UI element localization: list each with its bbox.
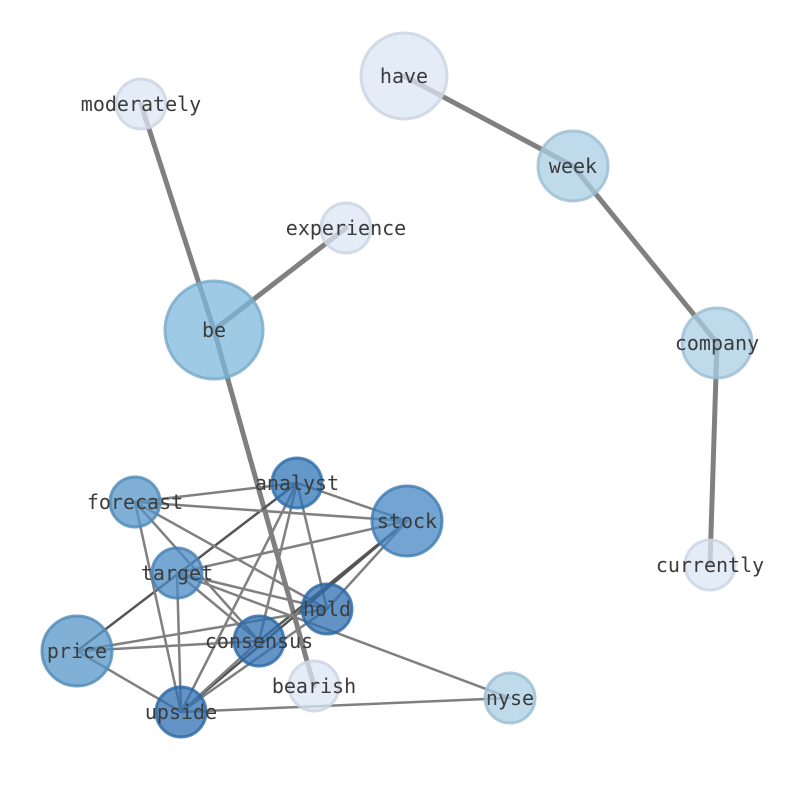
node-circle-forecast — [108, 475, 162, 529]
node-consensus: consensus — [205, 614, 313, 668]
edge-week-company — [570, 163, 720, 346]
node-circle-stock — [370, 484, 444, 558]
node-circle-consensus — [232, 614, 286, 668]
edge-forecast-stock — [133, 500, 409, 523]
node-label-nyse: nyse — [486, 686, 534, 710]
node-circle-currently — [683, 538, 737, 592]
node-label-forecast: forecast — [87, 490, 183, 514]
node-circle-nyse — [483, 671, 537, 725]
node-be: be — [163, 279, 265, 381]
node-circle-target — [150, 546, 204, 600]
node-label-week: week — [549, 154, 597, 178]
node-label-stock: stock — [377, 509, 437, 533]
node-currently: currently — [656, 538, 764, 592]
edge-forecast-hold — [133, 500, 329, 611]
node-label-price: price — [47, 639, 107, 663]
node-circle-week — [536, 129, 610, 203]
node-circle-experience — [319, 201, 373, 255]
node-have: have — [359, 31, 449, 121]
node-label-hold: hold — [303, 597, 351, 621]
node-label-moderately: moderately — [81, 92, 201, 116]
node-stock: stock — [370, 484, 444, 558]
edge-analyst-consensus — [257, 481, 299, 643]
node-hold: hold — [300, 582, 354, 636]
node-circle-price — [40, 614, 114, 688]
node-bearish: bearish — [272, 659, 356, 713]
edge-upside-nyse — [179, 696, 512, 714]
node-label-experience: experience — [286, 216, 406, 240]
node-label-target: target — [141, 561, 213, 585]
node-analyst: analyst — [255, 456, 339, 510]
node-label-analyst: analyst — [255, 471, 339, 495]
node-circle-have — [359, 31, 449, 121]
edge-stock-target — [175, 519, 409, 575]
node-label-bearish: bearish — [272, 674, 356, 698]
node-nyse: nyse — [483, 671, 537, 725]
node-label-be: be — [202, 318, 226, 342]
node-company: company — [675, 306, 759, 380]
edge-company-currently — [707, 340, 720, 568]
node-circle-moderately — [114, 77, 168, 131]
node-circle-company — [680, 306, 754, 380]
edges-layer — [75, 73, 720, 714]
node-circle-bearish — [287, 659, 341, 713]
node-price: price — [40, 614, 114, 688]
node-target: target — [141, 546, 213, 600]
edge-hold-price — [75, 607, 329, 653]
node-experience: experience — [286, 201, 406, 255]
node-week: week — [536, 129, 610, 203]
node-circle-upside — [154, 685, 208, 739]
node-label-upside: upside — [145, 700, 217, 724]
node-moderately: moderately — [81, 77, 201, 131]
node-circle-be — [163, 279, 265, 381]
node-circle-hold — [300, 582, 354, 636]
edge-target-nyse — [175, 571, 512, 700]
node-label-company: company — [675, 331, 759, 355]
edge-forecast-upside — [133, 500, 183, 714]
node-forecast: forecast — [87, 475, 183, 529]
node-label-currently: currently — [656, 553, 764, 577]
node-circle-analyst — [270, 456, 324, 510]
edge-analyst-forecast — [133, 481, 299, 504]
node-upside: upside — [145, 685, 217, 739]
node-label-have: have — [380, 64, 428, 88]
nodes-layer: have moderately week experience be company ana… — [40, 31, 764, 739]
node-label-consensus: consensus — [205, 629, 313, 653]
